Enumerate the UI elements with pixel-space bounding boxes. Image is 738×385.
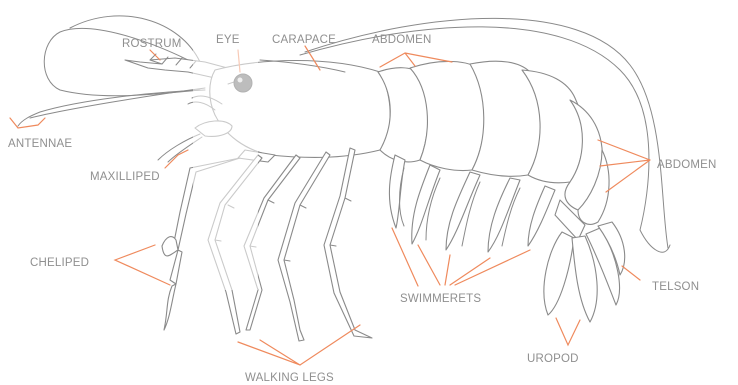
label-antennae: ANTENNAE: [8, 138, 72, 150]
label-maxilliped: MAXILLIPED: [90, 171, 160, 183]
faded-highlight-band: [193, 12, 258, 290]
label-swimmerets: SWIMMERETS: [400, 293, 481, 305]
label-abdomen-top: ABDOMEN: [372, 34, 432, 46]
label-telson: TELSON: [652, 281, 699, 293]
label-cheliped: CHELIPED: [30, 257, 89, 269]
leader-maxilliped: [165, 150, 188, 168]
abdomen-drawing: [378, 61, 609, 240]
label-carapace: CARAPACE: [272, 34, 336, 46]
label-rostrum: ROSTRUM: [122, 38, 182, 50]
label-eye: EYE: [216, 34, 240, 46]
label-abdomen-right: ABDOMEN: [657, 159, 717, 171]
label-uropod: UROPOD: [527, 353, 579, 365]
leader-uropod: [556, 318, 580, 345]
leader-cheliped: [115, 245, 170, 285]
label-walking-legs: WALKING LEGS: [245, 372, 334, 384]
leader-telson: [622, 266, 640, 280]
leader-antennae: [10, 118, 45, 128]
tail-fan-drawing: [544, 222, 625, 322]
